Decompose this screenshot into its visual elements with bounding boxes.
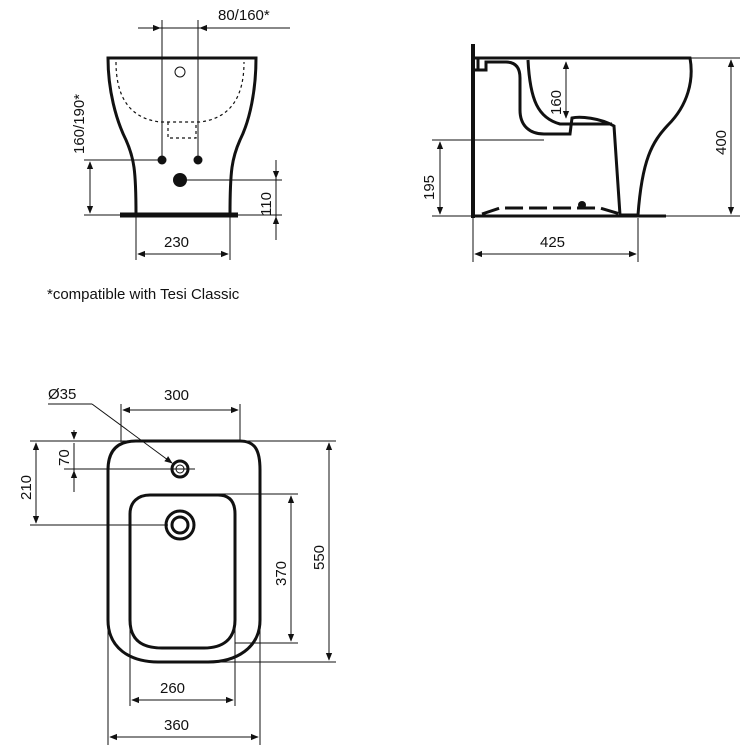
plan-dim-top-width: 300: [164, 387, 189, 404]
front-waste-outlet: [173, 173, 187, 187]
plan-view: Ø35 300 70 210 370 550: [18, 386, 336, 745]
side-basin-inner: [526, 59, 612, 126]
side-view: 160 400 195 425: [421, 44, 740, 262]
plan-dim-total-length: 550: [311, 545, 328, 570]
compatibility-note: *compatible with Tesi Classic: [47, 286, 240, 303]
plan-bowl-outline: [128, 493, 237, 650]
front-dim-top: 80/160*: [218, 7, 270, 24]
front-dim-bottom: 230: [164, 234, 189, 251]
side-dim-outlet-height: 195: [421, 175, 438, 200]
plan-dim-hole-diameter: Ø35: [48, 386, 76, 403]
plan-dim-bowl-length: 370: [273, 561, 290, 586]
plan-dim-bowl-width: 260: [160, 680, 185, 697]
front-basin-hidden-line: [115, 61, 245, 123]
plan-dim-drain-offset: 210: [18, 475, 35, 500]
front-bidet-outline: [106, 56, 258, 217]
plan-dim-total-width: 360: [164, 717, 189, 734]
front-dim-left: 160/190*: [71, 94, 88, 154]
plan-dim-hole-offset: 70: [56, 449, 73, 466]
side-bidet-outline: [473, 56, 693, 217]
side-dim-height: 400: [713, 130, 730, 155]
side-dim-basin-depth: 160: [548, 90, 565, 115]
plan-drain-outer: [164, 509, 196, 541]
side-floor-detail: [481, 206, 621, 216]
front-view: 80/160* 160/190* 110 230: [71, 7, 290, 260]
front-tap-hole: [174, 66, 186, 78]
front-drain-hidden-line: [167, 122, 197, 139]
side-fixing-point: [578, 201, 586, 209]
front-dim-right: 110: [258, 192, 275, 216]
plan-drain-inner: [170, 515, 190, 535]
side-dim-depth: 425: [540, 234, 565, 251]
